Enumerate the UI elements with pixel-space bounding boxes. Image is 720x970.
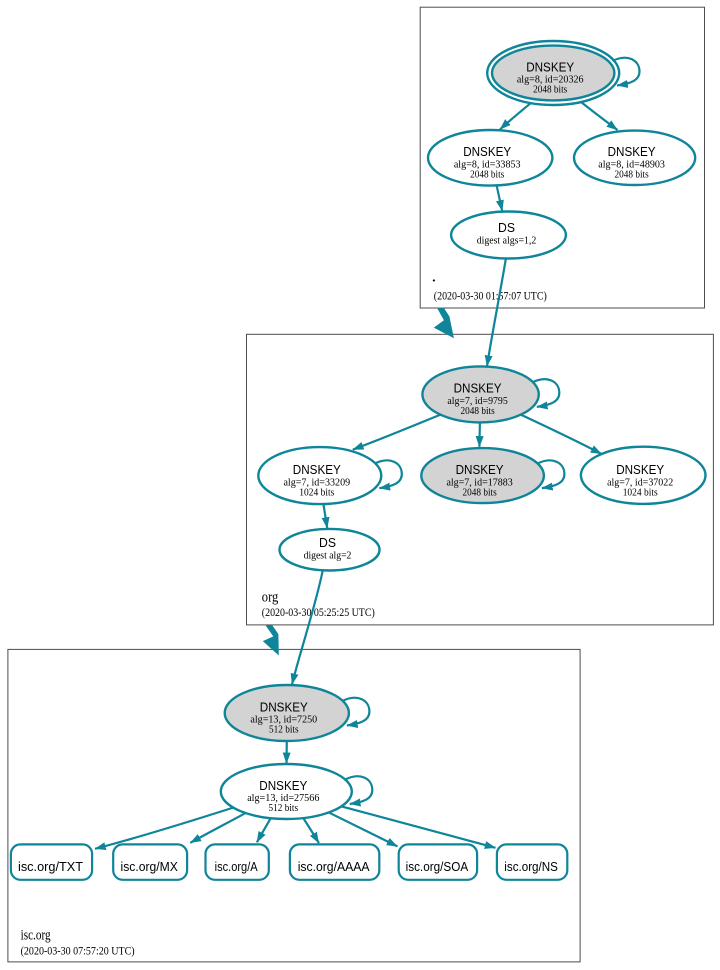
svg-text:DS: DS [319, 536, 336, 550]
svg-text:512 bits: 512 bits [269, 803, 299, 814]
svg-text:(2020-03-30 01:57:07 UTC): (2020-03-30 01:57:07 UTC) [434, 288, 547, 302]
svg-text:alg=7, id=9795: alg=7, id=9795 [447, 396, 507, 407]
svg-text:DNSKEY: DNSKEY [260, 700, 309, 714]
svg-text:.: . [432, 266, 437, 286]
svg-text:org: org [262, 590, 279, 606]
svg-text:digest alg=2: digest alg=2 [304, 550, 352, 561]
svg-text:512 bits: 512 bits [269, 725, 299, 736]
svg-text:isc.org/A: isc.org/A [215, 859, 258, 874]
svg-text:DNSKEY: DNSKEY [616, 463, 665, 477]
svg-text:DNSKEY: DNSKEY [456, 463, 505, 477]
svg-text:DNSKEY: DNSKEY [608, 145, 657, 159]
svg-text:2048 bits: 2048 bits [470, 170, 504, 181]
svg-text:2048 bits: 2048 bits [463, 487, 497, 498]
svg-text:isc.org/MX: isc.org/MX [121, 859, 178, 874]
svg-text:DS: DS [498, 221, 515, 235]
svg-text:DNSKEY: DNSKEY [454, 382, 503, 396]
svg-text:alg=7, id=37022: alg=7, id=37022 [607, 477, 673, 488]
svg-text:isc.org/SOA: isc.org/SOA [406, 859, 469, 874]
svg-text:(2020-03-30 07:57:20 UTC): (2020-03-30 07:57:20 UTC) [21, 944, 135, 958]
svg-text:alg=8, id=48903: alg=8, id=48903 [598, 160, 665, 171]
svg-text:isc.org/NS: isc.org/NS [504, 859, 558, 874]
svg-text:isc.org/TXT: isc.org/TXT [18, 859, 83, 874]
svg-text:2048 bits: 2048 bits [461, 406, 495, 417]
svg-text:alg=13, id=27566: alg=13, id=27566 [247, 793, 319, 804]
svg-text:alg=7, id=33209: alg=7, id=33209 [283, 477, 350, 488]
svg-text:(2020-03-30 05:25:25 UTC): (2020-03-30 05:25:25 UTC) [262, 605, 375, 619]
svg-text:DNSKEY: DNSKEY [526, 60, 575, 74]
svg-text:2048 bits: 2048 bits [533, 85, 567, 96]
svg-text:digest algs=1,2: digest algs=1,2 [477, 236, 537, 247]
svg-text:isc.org/AAAA: isc.org/AAAA [298, 859, 370, 874]
svg-text:2048 bits: 2048 bits [615, 170, 649, 181]
svg-text:1024 bits: 1024 bits [299, 487, 334, 498]
svg-text:alg=8, id=33853: alg=8, id=33853 [454, 160, 521, 171]
svg-text:1024 bits: 1024 bits [623, 487, 658, 498]
svg-text:DNSKEY: DNSKEY [463, 145, 512, 159]
svg-text:alg=8, id=20326: alg=8, id=20326 [517, 75, 584, 86]
svg-text:alg=7, id=17883: alg=7, id=17883 [446, 477, 512, 488]
svg-text:alg=13, id=7250: alg=13, id=7250 [250, 715, 317, 726]
svg-text:DNSKEY: DNSKEY [259, 779, 308, 793]
svg-text:DNSKEY: DNSKEY [293, 463, 342, 477]
svg-text:isc.org: isc.org [21, 928, 52, 944]
